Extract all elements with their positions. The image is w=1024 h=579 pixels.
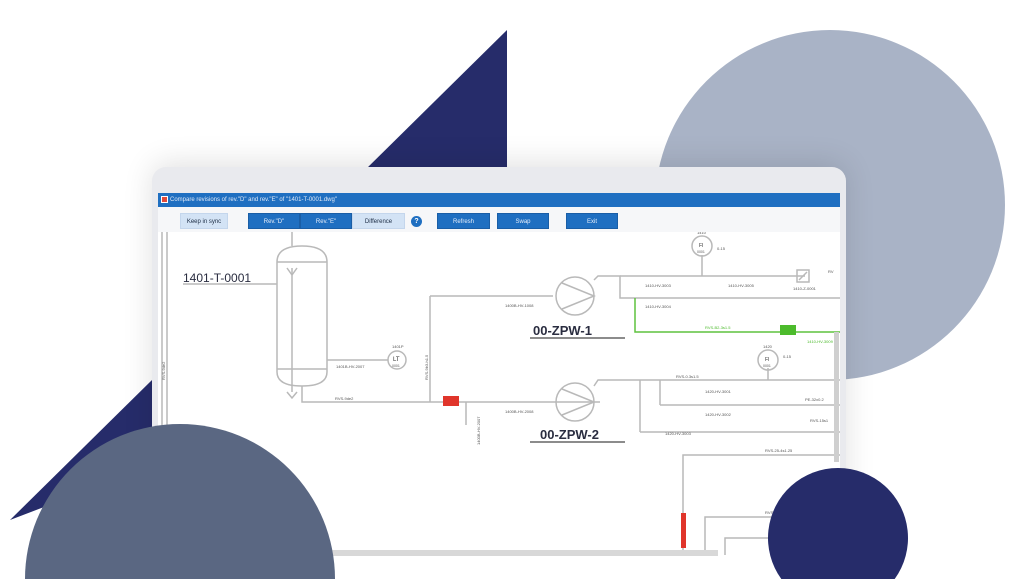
line-label: RV: [828, 269, 834, 274]
instrument-code: LT: [393, 357, 400, 363]
line-label: RVS-2: [765, 510, 777, 515]
line-label: RVS-25-4s1.25: [765, 448, 793, 453]
difference-button[interactable]: Difference: [352, 213, 405, 229]
window-title: Compare revisions of rev."D" and rev."E"…: [170, 197, 337, 203]
line-label: RVS-9de2: [335, 396, 354, 401]
instrument-code: FI: [699, 243, 703, 249]
drawing-canvas[interactable]: 1401-T-0001 00-ZPW-1 00-ZPW-2 RVS-9de2 R…: [158, 232, 840, 579]
toolbar: Keep in sync Rev."D" Rev."E" Difference …: [158, 207, 840, 232]
line-label: PE-32x0.2: [805, 397, 824, 402]
instrument-number: 0001: [697, 250, 705, 254]
valve-label: 1420-HV-3002: [705, 412, 732, 417]
valve-label: 1410-Z-0001: [793, 286, 817, 291]
added-marker[interactable]: [780, 325, 796, 335]
valve-label: 1420-HV-3003: [665, 431, 692, 436]
rev-d-button[interactable]: Rev."D": [248, 213, 300, 229]
horizontal-scrollbar[interactable]: [158, 550, 718, 556]
line-label: RVS-9b3-h1.5: [424, 354, 429, 380]
refresh-button[interactable]: Refresh: [437, 213, 490, 229]
instrument-tag: 1420: [763, 344, 773, 349]
valve-label: 1410-HV-3003: [645, 283, 672, 288]
valve-label: 1401B-HV-2007: [336, 364, 365, 369]
help-icon[interactable]: ?: [411, 216, 422, 227]
instrument-code: FI: [765, 357, 769, 363]
compare-window: Compare revisions of rev."D" and rev."E"…: [158, 193, 840, 579]
valve-label: 1410-HV-3004: [645, 304, 672, 309]
instrument-range: 0-15: [717, 246, 726, 251]
tank-label: 1401-T-0001: [183, 271, 251, 285]
valve-label: 1420-HV-3001: [705, 389, 732, 394]
instrument-number: 0001: [763, 364, 771, 368]
added-valve-label: 1410-HV-3009: [807, 339, 834, 344]
valve-label: 1400B-HV-2007: [476, 416, 481, 445]
instrument-tag: 1410: [697, 232, 707, 235]
removed-marker[interactable]: [443, 396, 459, 406]
line-label: RVS-0.3s1.5: [676, 374, 699, 379]
keep-in-sync-button[interactable]: Keep in sync: [180, 213, 228, 229]
instrument-number: 0001: [392, 364, 400, 368]
valve-label: 1410-HV-3005: [728, 283, 755, 288]
vertical-scrollbar[interactable]: [834, 332, 839, 462]
rev-e-button[interactable]: Rev."E": [300, 213, 352, 229]
added-line-label: RVS-B2-3s1.5: [705, 325, 731, 330]
valve-label: 1400B-HV-2008: [505, 409, 534, 414]
line-label: RVS-15s1: [810, 418, 829, 423]
app-icon: [161, 196, 168, 203]
swap-button[interactable]: Swap: [497, 213, 549, 229]
line-label: RVS-9de2: [161, 361, 166, 380]
pump2-label: 00-ZPW-2: [540, 427, 599, 442]
pid-diagram: 1401-T-0001 00-ZPW-1 00-ZPW-2 RVS-9de2 R…: [161, 232, 840, 555]
tank-1401-T-0001: [276, 232, 328, 400]
removed-marker[interactable]: [681, 513, 686, 548]
instrument-range: 0-15: [783, 354, 792, 359]
title-bar: Compare revisions of rev."D" and rev."E"…: [158, 193, 840, 207]
valve-label: 1400B-HV-1008: [505, 303, 534, 308]
instrument-tag: 1401P: [392, 344, 404, 349]
pump1-label: 00-ZPW-1: [533, 323, 592, 338]
exit-button[interactable]: Exit: [566, 213, 618, 229]
